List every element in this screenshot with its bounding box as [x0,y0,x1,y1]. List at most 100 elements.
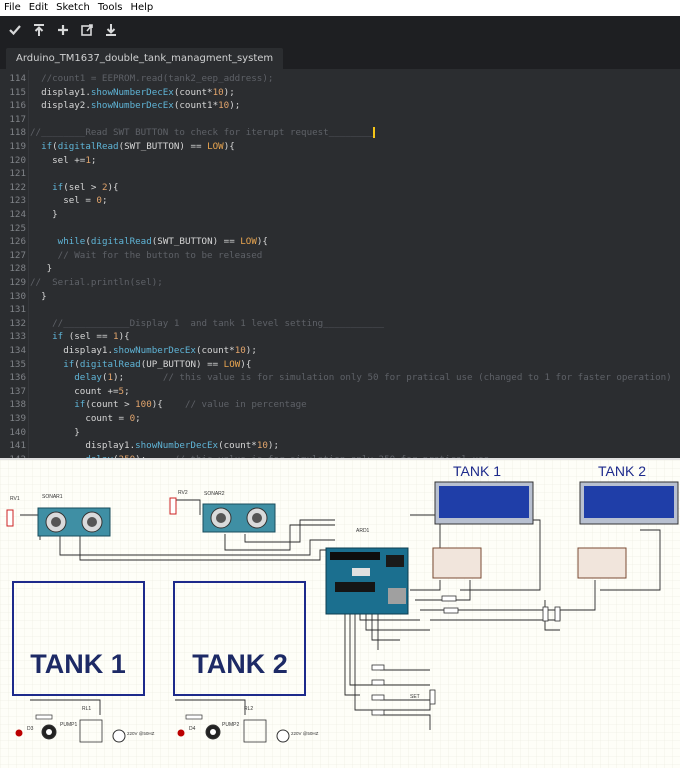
code-line: 121 [0,167,680,181]
code-editor[interactable]: 114 //count1 = EEPROM.read(tank2_eep_add… [0,70,680,458]
line-number: 142 [0,453,26,458]
code-line: 134 display1.showNumberDecEx(count*10); [0,344,680,358]
menu-help[interactable]: Help [130,2,154,13]
new-icon [58,25,68,35]
code-line: 138 if(count > 100){ // value in percent… [0,398,680,412]
resistors [371,595,561,716]
rl1-label: RL1 [82,706,91,712]
code-line: 137 count +=5; [0,385,680,399]
code-line: 140 } [0,426,680,440]
line-number: 121 [9,168,26,180]
code-line: 118//________Read SWT BUTTON to check fo… [0,126,680,140]
pump1-label: PUMP1 [60,722,77,728]
code-line: 133 if (sel == 1){ [0,330,680,344]
code-text: } [30,426,80,438]
code-line: 120 sel +=1; [0,154,680,168]
upload-button[interactable] [28,19,50,41]
tank1-display: TANK 1 [432,463,534,579]
download-icon [106,24,116,36]
arduino-label: ARD1 [356,528,370,534]
menu-file[interactable]: File [4,2,21,13]
d4-label: D4 [189,726,196,732]
code-line: 122 if(sel > 2){ [0,181,680,195]
code-text: if (sel == 1){ [52,331,130,343]
tank1-display-label: TANK 1 [453,463,501,479]
rl2-label: RL2 [244,706,253,712]
menu-edit[interactable]: Edit [28,2,49,13]
rv1-label: RV1 [10,496,20,502]
code-text: display1.showNumberDecEx(count*10); [30,345,257,356]
code-line: 127 // Wait for the button to be release… [0,249,680,263]
line-number: 140 [9,426,26,438]
code-line: 132 //____________Display 1 and tank 1 l… [0,317,680,331]
tab-bar: Arduino_TM1637_double_tank_managment_sys… [0,44,680,70]
save-button[interactable] [100,19,122,41]
code-text: //____________Display 1 and tank 1 level… [52,317,385,329]
line-number: 136 [9,372,26,384]
code-text: } [30,290,47,302]
code-text: if(digitalRead(UP_BUTTON) == LOW){ [63,358,252,370]
pump2-label: PUMP2 [222,722,239,728]
line-number: 127 [9,249,26,261]
code-line: 142 delay(250); // this value is for sim… [0,453,680,458]
d3-label: D3 [27,726,34,732]
line-number: 131 [9,304,26,316]
new-sketch-button[interactable] [52,19,74,41]
code-text: display1.showNumberDecEx(count*10); [30,440,279,452]
code-line: 124 } [0,208,680,222]
pump1-circuit: D3 PUMP1 RL1 220V @50HZ [15,706,155,743]
line-number: 126 [9,236,26,248]
potentiometer-rv1: RV1 [6,496,20,527]
menu-sketch[interactable]: Sketch [56,2,90,13]
set-label: SET [410,694,420,700]
line-number: 141 [9,440,26,452]
code-text: count = 0; [30,413,141,424]
code-text: if(sel > 2){ [52,181,119,193]
line-number: 114 [9,73,26,84]
text-cursor [372,127,375,139]
line-number: 120 [9,154,26,166]
toolbar [0,16,680,44]
upload-icon [34,24,44,36]
wires [20,495,661,730]
code-line: 135 if(digitalRead(UP_BUTTON) == LOW){ [0,358,680,372]
tab-sketch-file[interactable]: Arduino_TM1637_double_tank_managment_sys… [6,48,284,70]
line-number: 132 [9,317,26,329]
line-number: 135 [9,358,26,370]
line-number: 123 [9,195,26,207]
code-text: } [30,263,53,275]
open-button[interactable] [76,19,98,41]
line-number: 119 [9,141,26,152]
code-line: 126 while(digitalRead(SWT_BUTTON) == LOW… [0,235,680,249]
line-number: 116 [9,100,26,112]
code-text: if(count > 100){ // value in percentage [74,399,307,411]
proteus-schematic[interactable]: RV1 RV2 SONAR1 [0,458,680,768]
code-line: 115 display1.showNumberDecEx(count*10); [0,86,680,100]
line-number: 125 [9,222,26,234]
code-line: 117 [0,113,680,127]
line-number: 115 [9,86,26,98]
rv2-label: RV2 [178,490,188,496]
line-number: 134 [9,345,26,356]
line-number: 117 [9,113,26,125]
line-number: 139 [9,413,26,424]
code-text: count +=5; [30,385,130,397]
tank2-display: TANK 2 [577,463,679,579]
tank2-box: TANK 2 [173,581,306,696]
sonar1-label: SONAR1 [42,494,63,500]
schematic-canvas: RV1 RV2 SONAR1 [0,460,680,768]
verify-button[interactable] [4,19,26,41]
code-text: //________Read SWT BUTTON to check for i… [30,127,375,139]
code-text: delay(250); // this value is for simulat… [30,453,489,458]
code-line: 119 if(digitalRead(SWT_BUTTON) == LOW){ [0,140,680,154]
code-line: 116 display2.showNumberDecEx(count1*10); [0,99,680,113]
line-number: 130 [9,290,26,302]
code-text: sel = 0; [30,195,108,207]
code-text: // Serial.println(sel); [30,277,163,288]
ac1-label: 220V @50HZ [127,731,155,736]
code-line: 125 [0,222,680,236]
code-text: delay(1); // this value is for simulatio… [74,372,672,384]
code-line: 131 [0,303,680,317]
menu-tools[interactable]: Tools [97,2,123,13]
